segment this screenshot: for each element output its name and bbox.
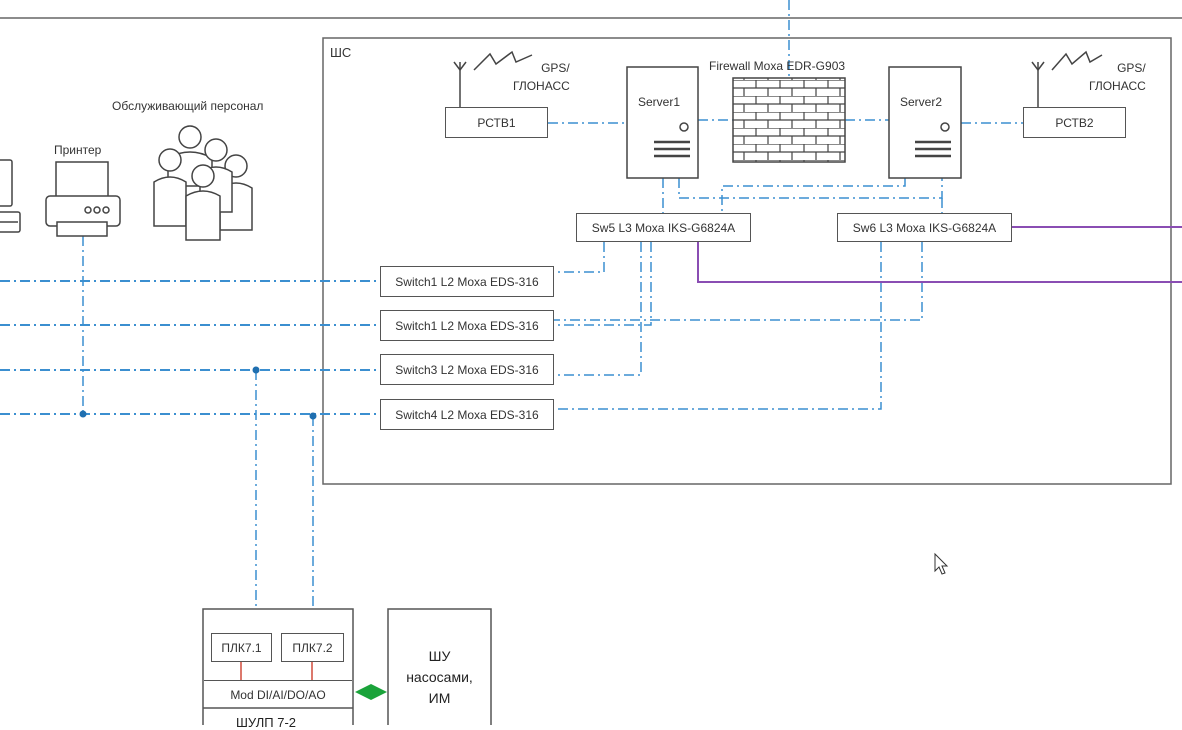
antenna-icon-right [1031, 50, 1103, 108]
staff-icon [153, 125, 253, 241]
plc-cabinet-frame [202, 608, 354, 725]
firewall-icon [732, 77, 846, 163]
shu-frame [387, 608, 492, 725]
sw5-box: Sw5 L3 Moxa IKS-G6824A [576, 213, 751, 242]
cabinet-frame [322, 37, 1172, 485]
server2-icon [888, 66, 962, 179]
network-lines [0, 0, 1023, 632]
switch-box-1: Switch1 L2 Moxa EDS-316 [380, 266, 554, 297]
server1-label: Server1 [638, 95, 681, 109]
printer-icon [45, 161, 121, 237]
cabinet-label: ШС [330, 45, 352, 60]
purple-links [697, 226, 1182, 283]
switch-box-3: Switch3 L2 Moxa EDS-316 [380, 354, 554, 385]
firewall-label: Firewall Moxa EDR-G903 [709, 59, 846, 73]
sw6-box: Sw6 L3 Moxa IKS-G6824A [837, 213, 1012, 242]
printer-label: Принтер [54, 143, 102, 157]
switch-box-2: Switch1 L2 Moxa EDS-316 [380, 310, 554, 341]
junction-dots [79, 366, 317, 420]
rstv2-box: РСТВ2 [1023, 107, 1126, 138]
plc1-box: ПЛК7.1 [211, 633, 272, 662]
cut-label: ШУЛП 7-2 [236, 715, 297, 730]
shu-label: ШУ насосами, ИМ [406, 648, 473, 706]
gps-right-label: GPS/ ГЛОНАСС [1089, 61, 1146, 93]
computer-icon [0, 159, 21, 233]
gps-left-label: GPS/ ГЛОНАСС [513, 61, 570, 93]
server2-label: Server2 [900, 95, 943, 109]
plc2-box: ПЛК7.2 [281, 633, 344, 662]
mod-box: Mod DI/AI/DO/AO [204, 680, 352, 708]
server1-icon [626, 66, 699, 179]
antenna-icon-left [453, 50, 533, 108]
staff-label: Обслуживающий персонал [112, 99, 264, 113]
cursor-icon [934, 552, 949, 575]
rstv1-box: РСТВ1 [445, 107, 548, 138]
switch-box-4: Switch4 L2 Moxa EDS-316 [380, 399, 554, 430]
